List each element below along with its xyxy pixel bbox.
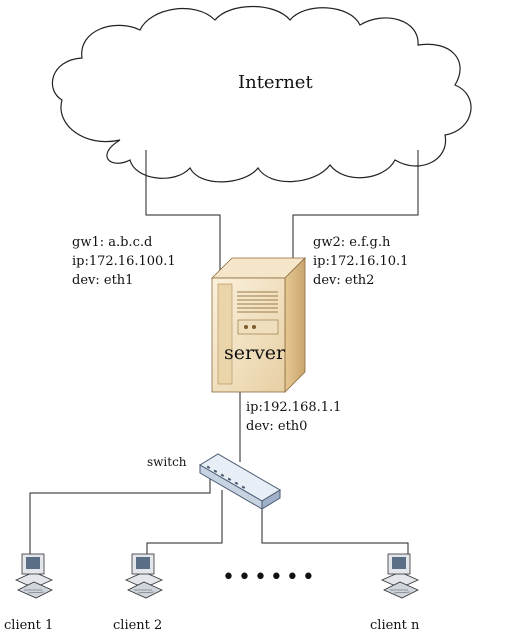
more-clients-ellipsis: •••••• [222, 565, 318, 590]
internet-cloud [51, 5, 472, 183]
switch-label: switch [147, 455, 187, 469]
gw2-dev: dev: eth2 [313, 273, 375, 288]
switch-icon [199, 453, 281, 510]
client-computer-icon [15, 553, 53, 599]
gw1-dev: dev: eth1 [72, 273, 134, 288]
client-1-label: client 1 [4, 618, 54, 633]
client-computer-icon [381, 553, 419, 599]
gw2-ip: ip:172.16.10.1 [313, 254, 409, 269]
server-label: server [224, 342, 286, 364]
link-clientn [261, 500, 409, 555]
connection-lines [29, 150, 419, 555]
internet-label: Internet [238, 72, 313, 93]
lan-ip: ip:192.168.1.1 [246, 400, 342, 415]
gw1-name: gw1: a.b.c.d [72, 235, 153, 250]
link-gw1 [145, 150, 221, 275]
link-gw2 [292, 150, 419, 275]
gw2-name: gw2: e.f.g.h [313, 235, 391, 250]
client-n-label: client n [370, 618, 420, 633]
link-client2 [146, 490, 223, 555]
gw1-ip: ip:172.16.100.1 [72, 254, 176, 269]
lan-dev: dev: eth0 [246, 419, 308, 434]
client-2-label: client 2 [113, 618, 163, 633]
client-computer-icon [125, 553, 163, 599]
server-icon [211, 257, 306, 393]
link-client1 [29, 478, 211, 555]
